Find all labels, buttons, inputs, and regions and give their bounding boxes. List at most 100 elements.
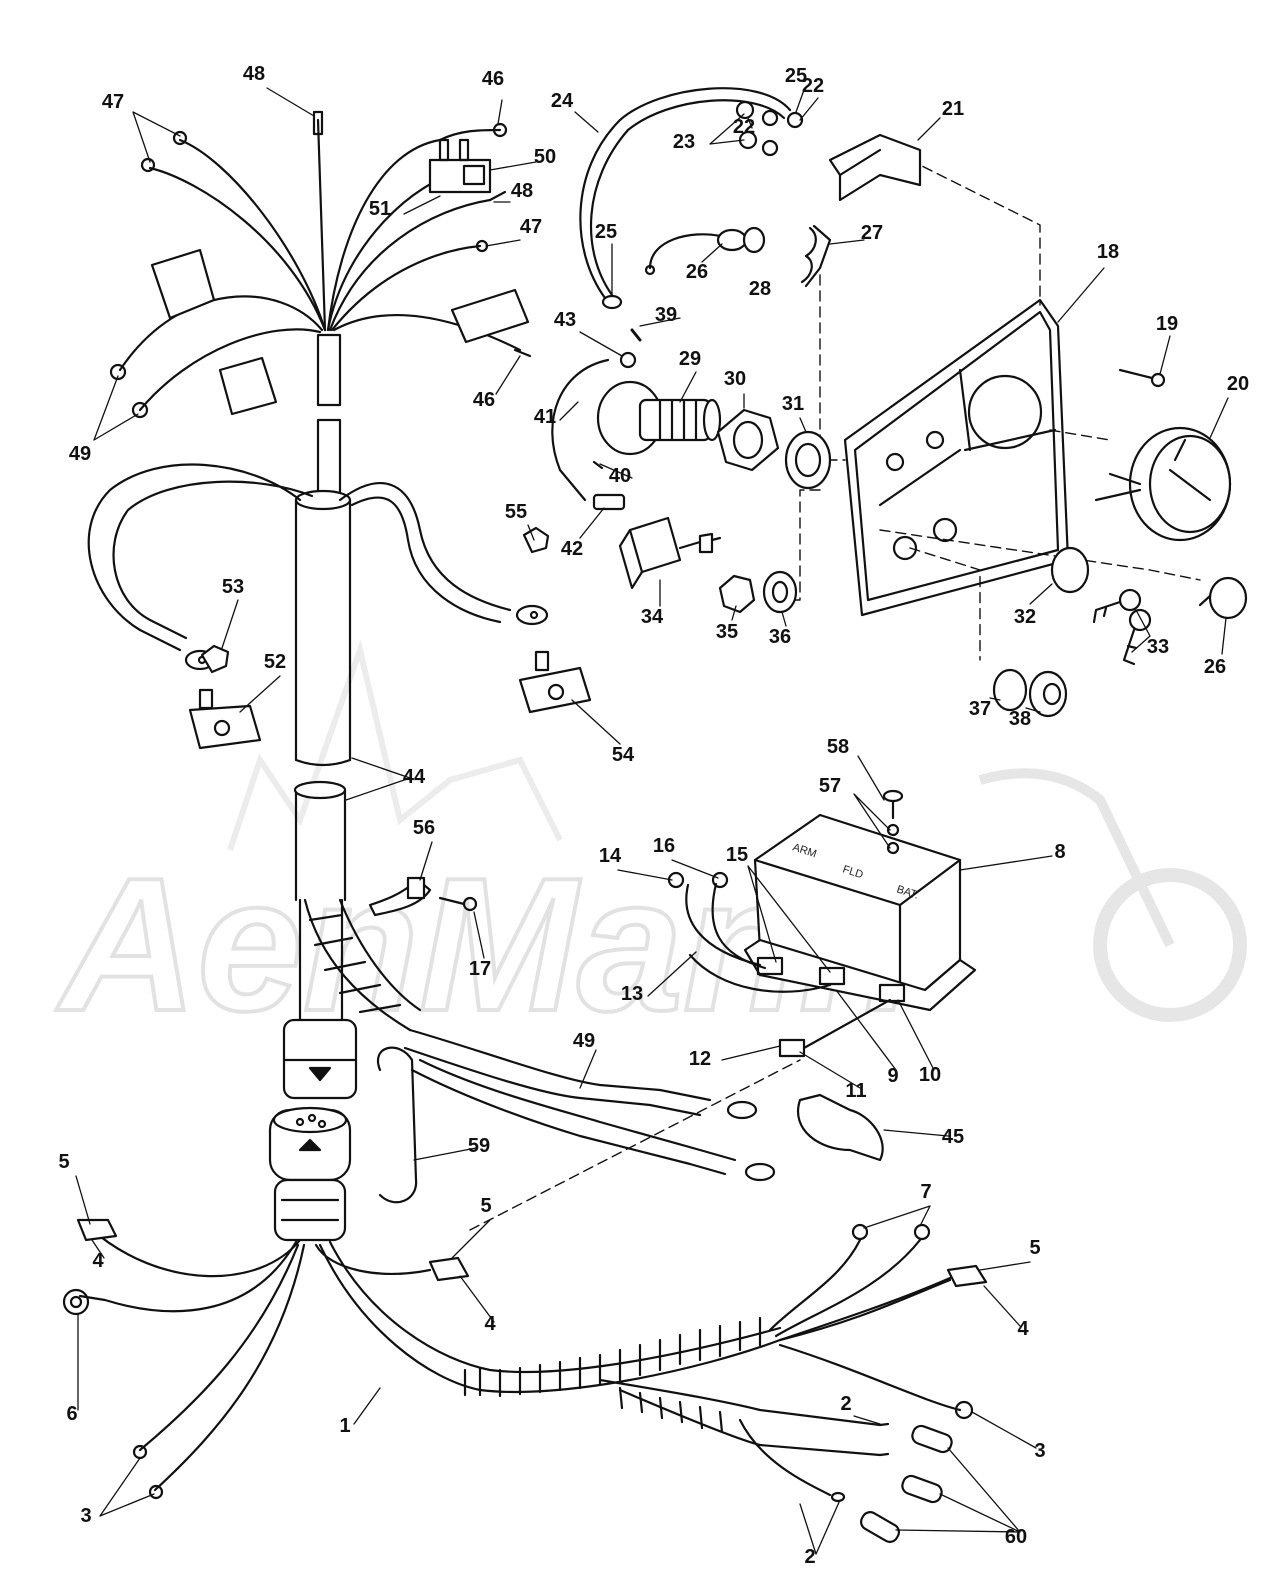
spring-27 xyxy=(800,224,832,288)
wire-24 xyxy=(579,87,792,310)
toggle-switch-34 xyxy=(618,516,722,590)
callout-16: 16 xyxy=(653,835,675,857)
callout-55: 55 xyxy=(505,501,527,523)
boot-45 xyxy=(797,1093,884,1162)
callout-3: 3 xyxy=(1034,1440,1045,1462)
callout-47: 47 xyxy=(102,91,124,113)
keys-33 xyxy=(1092,588,1152,666)
wrapped-harness xyxy=(303,898,422,1032)
screw-17 xyxy=(438,896,478,912)
regulator-wires xyxy=(667,871,892,1058)
callout-12: 12 xyxy=(689,1048,711,1070)
callout-21: 21 xyxy=(942,98,964,120)
callout-52: 52 xyxy=(264,651,286,673)
harness-plug xyxy=(268,1106,352,1242)
callout-5: 5 xyxy=(480,1195,491,1217)
callout-56: 56 xyxy=(413,817,435,839)
callout-44: 44 xyxy=(403,766,426,788)
callout-4: 4 xyxy=(92,1250,104,1272)
callout-4: 4 xyxy=(484,1313,496,1335)
callout-46: 46 xyxy=(482,68,504,90)
wire-tags xyxy=(150,248,530,416)
callout-58: 58 xyxy=(827,736,849,758)
callout-37: 37 xyxy=(969,698,991,720)
callout-22: 22 xyxy=(802,75,824,97)
callout-48: 48 xyxy=(243,63,265,85)
callout-20: 20 xyxy=(1227,373,1249,395)
callout-7: 7 xyxy=(920,1181,931,1203)
callout-27: 27 xyxy=(861,222,883,244)
callout-4: 4 xyxy=(1017,1318,1029,1340)
callout-46: 46 xyxy=(473,389,495,411)
callout-59: 59 xyxy=(468,1135,490,1157)
callout-5: 5 xyxy=(58,1151,69,1173)
lower-terminals xyxy=(62,1218,988,1503)
callout-5: 5 xyxy=(1029,1237,1040,1259)
callout-45: 45 xyxy=(942,1126,964,1148)
callout-9: 9 xyxy=(887,1065,898,1087)
callout-2: 2 xyxy=(804,1546,815,1568)
callout-6: 6 xyxy=(66,1403,77,1425)
callout-42: 42 xyxy=(561,538,583,560)
callout-18: 18 xyxy=(1097,241,1119,263)
callout-60: 60 xyxy=(1005,1526,1027,1548)
callout-57: 57 xyxy=(819,775,841,797)
callout-13: 13 xyxy=(621,983,643,1005)
callout-47: 47 xyxy=(520,216,542,238)
callout-48: 48 xyxy=(511,180,533,202)
lower-cables-49 xyxy=(403,1028,776,1182)
callout-50: 50 xyxy=(534,146,556,168)
callout-29: 29 xyxy=(679,348,701,370)
callout-51: 51 xyxy=(369,198,391,220)
clamp-56 xyxy=(368,876,432,917)
callout-15: 15 xyxy=(726,844,748,866)
callout-43: 43 xyxy=(554,309,576,331)
callout-26: 26 xyxy=(686,261,708,283)
callout-36: 36 xyxy=(769,626,791,648)
callout-25: 25 xyxy=(595,221,617,243)
battery-cable-negative xyxy=(87,463,314,671)
callout-49: 49 xyxy=(573,1030,595,1052)
callout-10: 10 xyxy=(919,1064,941,1086)
callout-38: 38 xyxy=(1009,708,1031,730)
callout-3: 3 xyxy=(80,1505,91,1527)
gauge-20 xyxy=(1094,426,1232,542)
callout-11: 11 xyxy=(845,1080,866,1102)
callout-35: 35 xyxy=(716,621,738,643)
lower-harness-branches xyxy=(78,1226,962,1497)
battery-clamps xyxy=(188,526,592,750)
callout-31: 31 xyxy=(782,393,804,415)
callout-1: 1 xyxy=(339,1415,350,1437)
leader-lines xyxy=(75,87,1229,1555)
callout-41: 41 xyxy=(534,406,556,428)
callout-28: 28 xyxy=(749,278,771,300)
battery-cable-positive xyxy=(338,482,549,626)
callout-25: 25 xyxy=(785,65,807,87)
callout-33: 33 xyxy=(1147,636,1169,658)
callout-14: 14 xyxy=(599,845,622,867)
callout-39: 39 xyxy=(655,304,677,326)
knobs-32-37-38-26 xyxy=(992,546,1248,718)
callout-22: 22 xyxy=(733,116,755,138)
callout-23: 23 xyxy=(673,131,695,153)
ignition-switch-29 xyxy=(551,328,722,511)
voltage-regulator xyxy=(743,813,977,1012)
callout-8: 8 xyxy=(1054,841,1065,863)
instrument-panel-18 xyxy=(843,298,1070,617)
connector-block-50 xyxy=(428,138,492,194)
callout-19: 19 xyxy=(1156,313,1178,335)
bracket-21 xyxy=(828,133,922,202)
callout-2: 2 xyxy=(840,1393,851,1415)
callout-17: 17 xyxy=(469,958,491,980)
hardware-30-31-35-36 xyxy=(716,408,832,614)
part-number-callouts: 4847465051484746492425222223212526282718… xyxy=(58,63,1249,1568)
lamp-26-28 xyxy=(644,226,766,276)
insulator-sleeves-60 xyxy=(860,1424,953,1543)
screw-19 xyxy=(1118,368,1166,388)
callout-32: 32 xyxy=(1014,606,1036,628)
callout-54: 54 xyxy=(612,744,635,766)
callout-34: 34 xyxy=(641,606,664,628)
wire-clip-59 xyxy=(376,1046,418,1204)
